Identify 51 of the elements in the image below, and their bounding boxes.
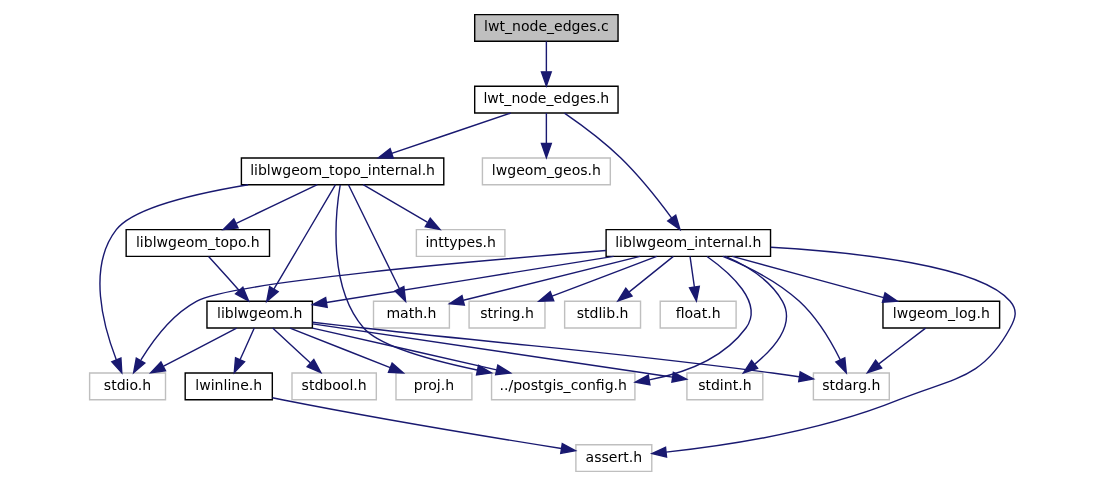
node-box: liblwgeom_topo_internal.h — [240, 156, 444, 185]
arrow — [615, 255, 674, 302]
node-box: inttypes.h — [415, 228, 506, 257]
arrow — [649, 246, 1016, 458]
arrow — [632, 255, 752, 386]
arrow — [865, 326, 926, 374]
arrow — [361, 183, 442, 231]
node-box: lwt_node_edges.h — [473, 85, 619, 114]
arrow — [334, 183, 493, 376]
arrow — [563, 111, 681, 231]
arrow — [536, 255, 657, 302]
node-box: lwt_node_edges.c — [473, 13, 619, 42]
arrow — [132, 249, 607, 375]
arrow — [539, 111, 552, 160]
node-box: liblwgeom_topo.h — [124, 228, 270, 257]
node-box: stdbool.h — [290, 371, 377, 400]
arrow — [311, 321, 815, 382]
node-box: lwinline.h — [183, 371, 273, 400]
node-box: math.h — [372, 300, 450, 329]
arrow — [288, 326, 405, 374]
arrow — [271, 326, 322, 374]
node-box: stdio.h — [88, 371, 166, 400]
arrow — [539, 40, 552, 88]
node-box: stdarg.h — [812, 371, 890, 400]
arrow — [309, 255, 614, 308]
node-box: ../postgis_config.h — [490, 371, 636, 400]
arrow — [220, 183, 318, 230]
node-box: stdlib.h — [563, 300, 641, 329]
arrow — [311, 322, 689, 383]
arrow — [98, 183, 249, 375]
node-box: lwgeom_geos.h — [481, 156, 611, 185]
arrow — [724, 255, 787, 374]
arrow — [232, 326, 255, 375]
arrow — [271, 396, 577, 454]
arrow — [148, 326, 237, 374]
node-box: liblwgeom.h — [205, 300, 313, 329]
arrow — [311, 326, 513, 375]
arrow — [687, 255, 700, 303]
arrow — [721, 255, 847, 375]
arrow — [446, 255, 641, 306]
arrow — [265, 183, 336, 303]
node-box: stdint.h — [685, 371, 763, 400]
node-box: proj.h — [394, 371, 473, 400]
node-box: assert.h — [574, 443, 652, 472]
node-box: float.h — [659, 300, 737, 329]
arrow — [731, 255, 899, 303]
arrow — [207, 255, 250, 303]
node-box: liblwgeom_internal.h — [604, 228, 771, 257]
node-box: lwgeom_log.h — [881, 300, 1000, 329]
arrow — [375, 111, 512, 159]
node-box: string.h — [467, 300, 546, 329]
